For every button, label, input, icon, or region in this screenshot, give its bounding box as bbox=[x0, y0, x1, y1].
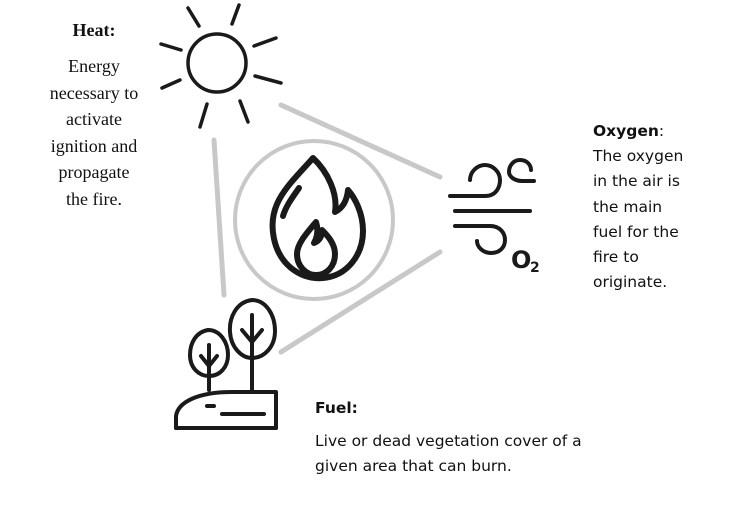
fuel-title: Fuel: bbox=[315, 399, 358, 417]
oxygen-line: the main bbox=[593, 197, 663, 216]
oxygen-line: in the air is bbox=[593, 172, 680, 191]
heat-line: propagate bbox=[58, 162, 130, 182]
heat-label: Heat: Energy necessary to activate ignit… bbox=[8, 20, 180, 212]
heat-line: necessary to bbox=[49, 82, 139, 103]
triangle-edge-heat-fuel bbox=[211, 137, 227, 298]
flame-icon bbox=[269, 155, 366, 282]
fuel-line: Live or dead vegetation cover of a bbox=[315, 432, 582, 450]
fuel-description: Live or dead vegetation cover of a given… bbox=[315, 429, 645, 479]
heat-line: Energy bbox=[68, 56, 120, 76]
fuel-label: Fuel: Live or dead vegetation cover of a… bbox=[315, 399, 645, 479]
oxygen-label: Oxygen: The oxygen in the air is the mai… bbox=[593, 119, 718, 295]
oxygen-title: Oxygen bbox=[593, 122, 659, 140]
oxygen-line: fire to bbox=[593, 248, 639, 267]
triangle-edge-fuel-oxygen bbox=[278, 249, 443, 355]
oxygen-subscript: 2 bbox=[530, 260, 540, 276]
sun-icon bbox=[159, 3, 283, 129]
trees-landscape-icon bbox=[174, 298, 278, 430]
heat-line: ignition and bbox=[50, 135, 138, 156]
heat-line: the fire. bbox=[66, 188, 122, 209]
center-circle bbox=[233, 139, 395, 301]
heat-description: Energy necessary to activate ignition an… bbox=[8, 53, 180, 212]
oxygen-title-colon: : bbox=[658, 122, 665, 140]
oxygen-line: The oxygen bbox=[593, 147, 684, 166]
oxygen-line: fuel for the bbox=[593, 222, 679, 241]
fire-triangle bbox=[211, 102, 443, 355]
heat-title: Heat: bbox=[72, 20, 116, 40]
wind-icon bbox=[448, 157, 536, 256]
oxygen-line: originate. bbox=[593, 273, 668, 292]
oxygen-symbol: O bbox=[511, 246, 531, 274]
fuel-line: given area that can burn. bbox=[315, 457, 512, 475]
triangle-edge-heat-oxygen bbox=[278, 102, 443, 180]
oxygen-title-row: Oxygen: bbox=[593, 119, 718, 144]
heat-line: activate bbox=[66, 109, 122, 129]
